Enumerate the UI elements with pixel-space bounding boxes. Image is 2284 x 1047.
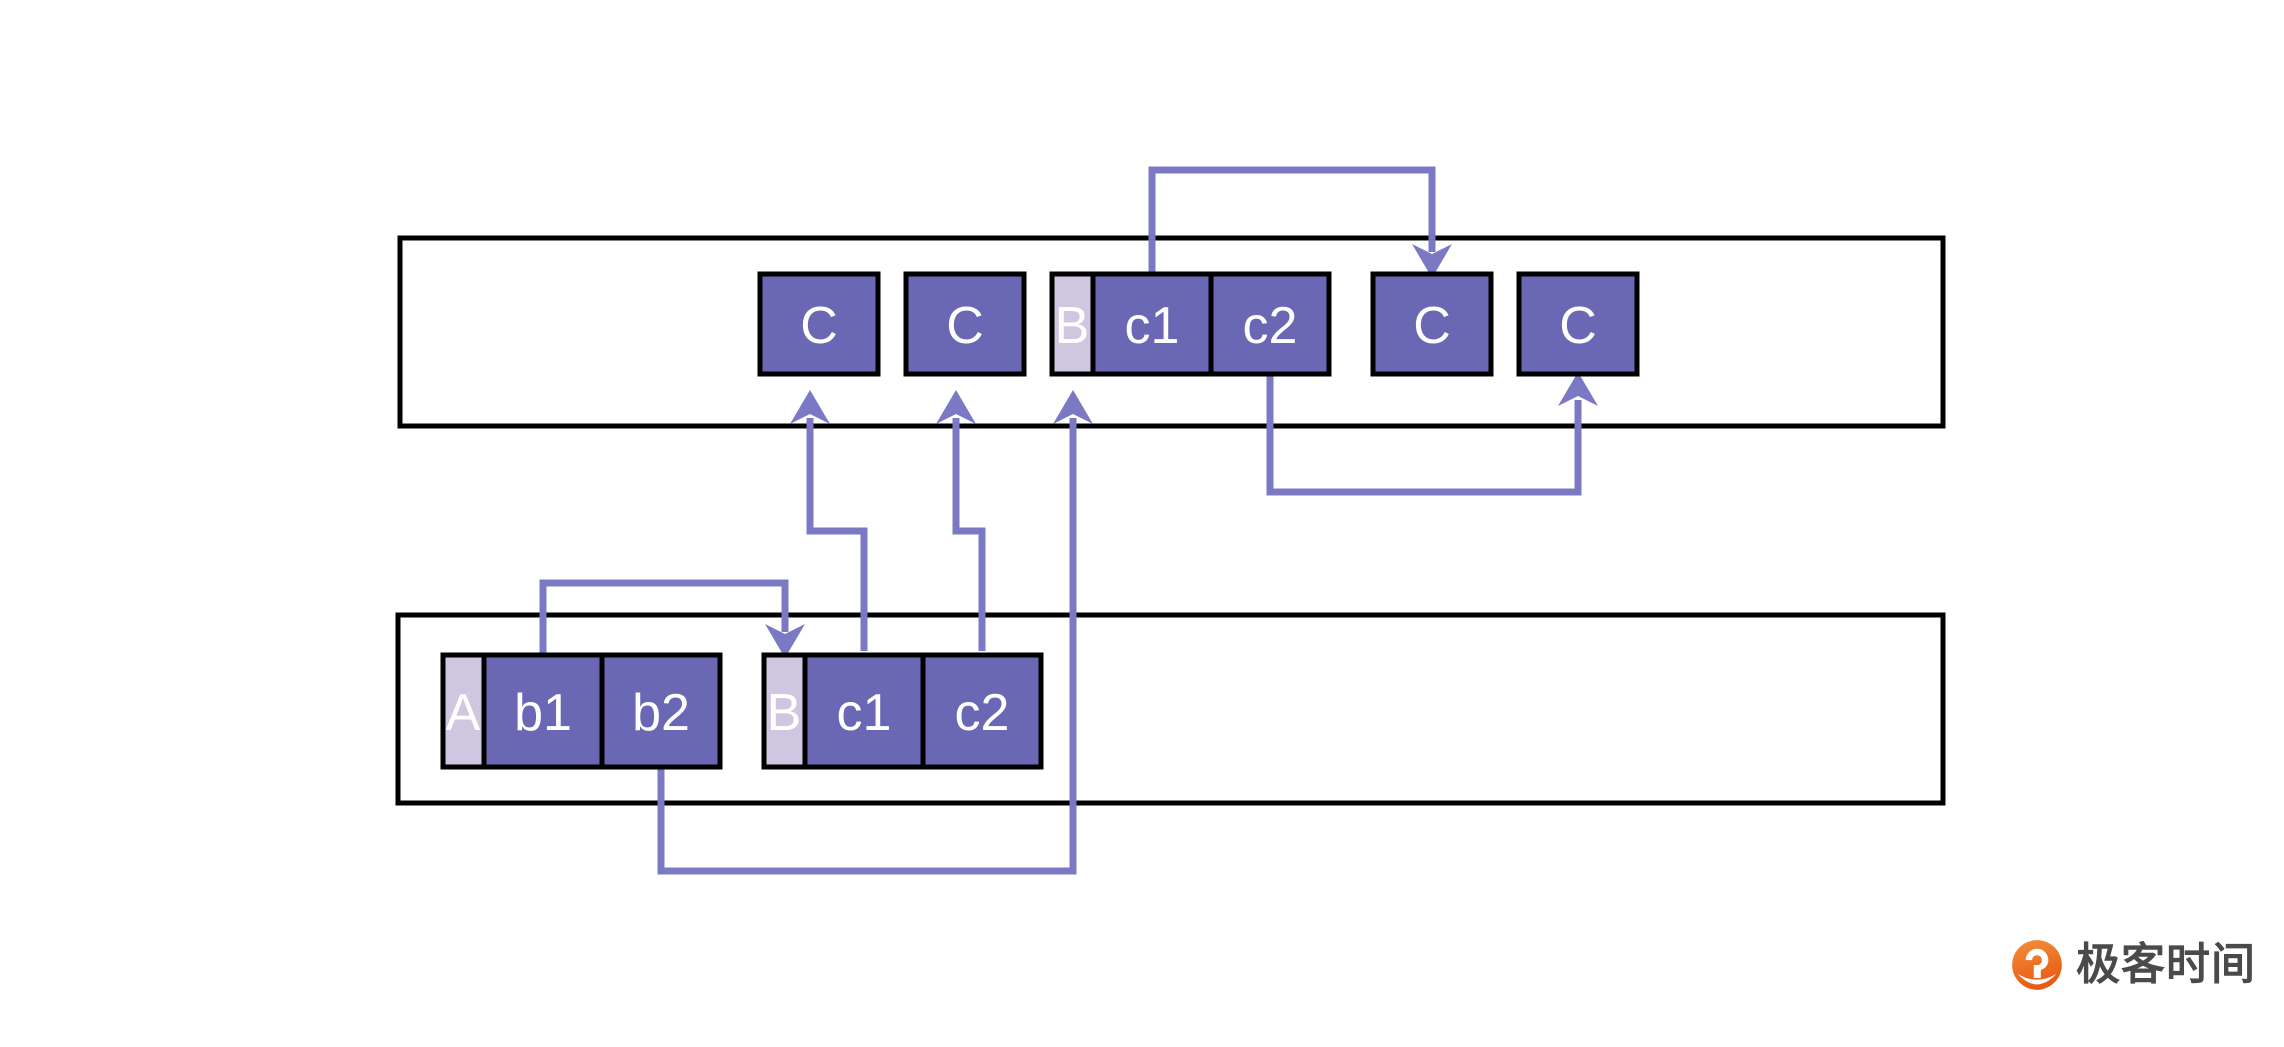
arrowhead-up-icon bbox=[790, 390, 830, 424]
arrowhead-down-icon bbox=[765, 624, 805, 658]
connector-lower-b1-to-lower-b bbox=[539, 579, 805, 659]
arrowhead-down-icon bbox=[1412, 244, 1452, 278]
connector-lower-b2-to-upper-b bbox=[657, 390, 1093, 875]
block-lower-c2[interactable]: c2 bbox=[920, 652, 1044, 770]
connector-upper-c1-to-upper-c3 bbox=[1148, 166, 1452, 278]
lower-level-blocks: A b1 b2 B c1 c2 bbox=[440, 652, 1044, 770]
block-label: c2 bbox=[1243, 297, 1298, 355]
block-label: C bbox=[946, 297, 984, 355]
brand-text: 极客时间 bbox=[2076, 939, 2256, 990]
block-label: C bbox=[1413, 297, 1451, 355]
block-label: B bbox=[1055, 297, 1090, 355]
block-lower-b1[interactable]: b1 bbox=[481, 652, 605, 770]
block-lower-b2[interactable]: b2 bbox=[599, 652, 723, 770]
block-label: b2 bbox=[632, 684, 690, 742]
block-upper-c1[interactable]: c1 bbox=[1090, 271, 1214, 377]
block-upper-c-1[interactable]: C bbox=[757, 271, 881, 377]
block-label: A bbox=[446, 684, 481, 742]
block-label: c2 bbox=[955, 684, 1010, 742]
block-upper-c2[interactable]: c2 bbox=[1208, 271, 1332, 377]
block-upper-b[interactable]: B bbox=[1049, 271, 1096, 377]
block-lower-b[interactable]: B bbox=[761, 652, 808, 770]
block-upper-c-3[interactable]: C bbox=[1370, 271, 1494, 377]
connector-upper-c2-to-upper-c4 bbox=[1266, 372, 1598, 496]
connector-lower-c1-to-upper-c1 bbox=[790, 390, 868, 651]
arrowhead-up-icon bbox=[1053, 390, 1093, 424]
geek-circle-icon bbox=[2012, 940, 2062, 990]
block-label: C bbox=[800, 297, 838, 355]
arrowhead-up-icon bbox=[936, 390, 976, 424]
block-lower-a[interactable]: A bbox=[440, 652, 487, 770]
upper-level-blocks: C C B c1 c2 C bbox=[757, 271, 1640, 377]
connector-lower-c2-to-upper-c2 bbox=[936, 390, 986, 651]
block-lower-c1[interactable]: c1 bbox=[802, 652, 926, 770]
block-upper-c-2[interactable]: C bbox=[903, 271, 1027, 377]
block-label: b1 bbox=[514, 684, 572, 742]
block-upper-c-4[interactable]: C bbox=[1516, 271, 1640, 377]
block-label: c1 bbox=[837, 684, 892, 742]
block-label: c1 bbox=[1125, 297, 1180, 355]
geektime-logo: 极客时间 bbox=[2010, 938, 2256, 992]
arrowhead-up-icon bbox=[1558, 372, 1598, 406]
block-label: B bbox=[767, 684, 802, 742]
block-label: C bbox=[1559, 297, 1597, 355]
